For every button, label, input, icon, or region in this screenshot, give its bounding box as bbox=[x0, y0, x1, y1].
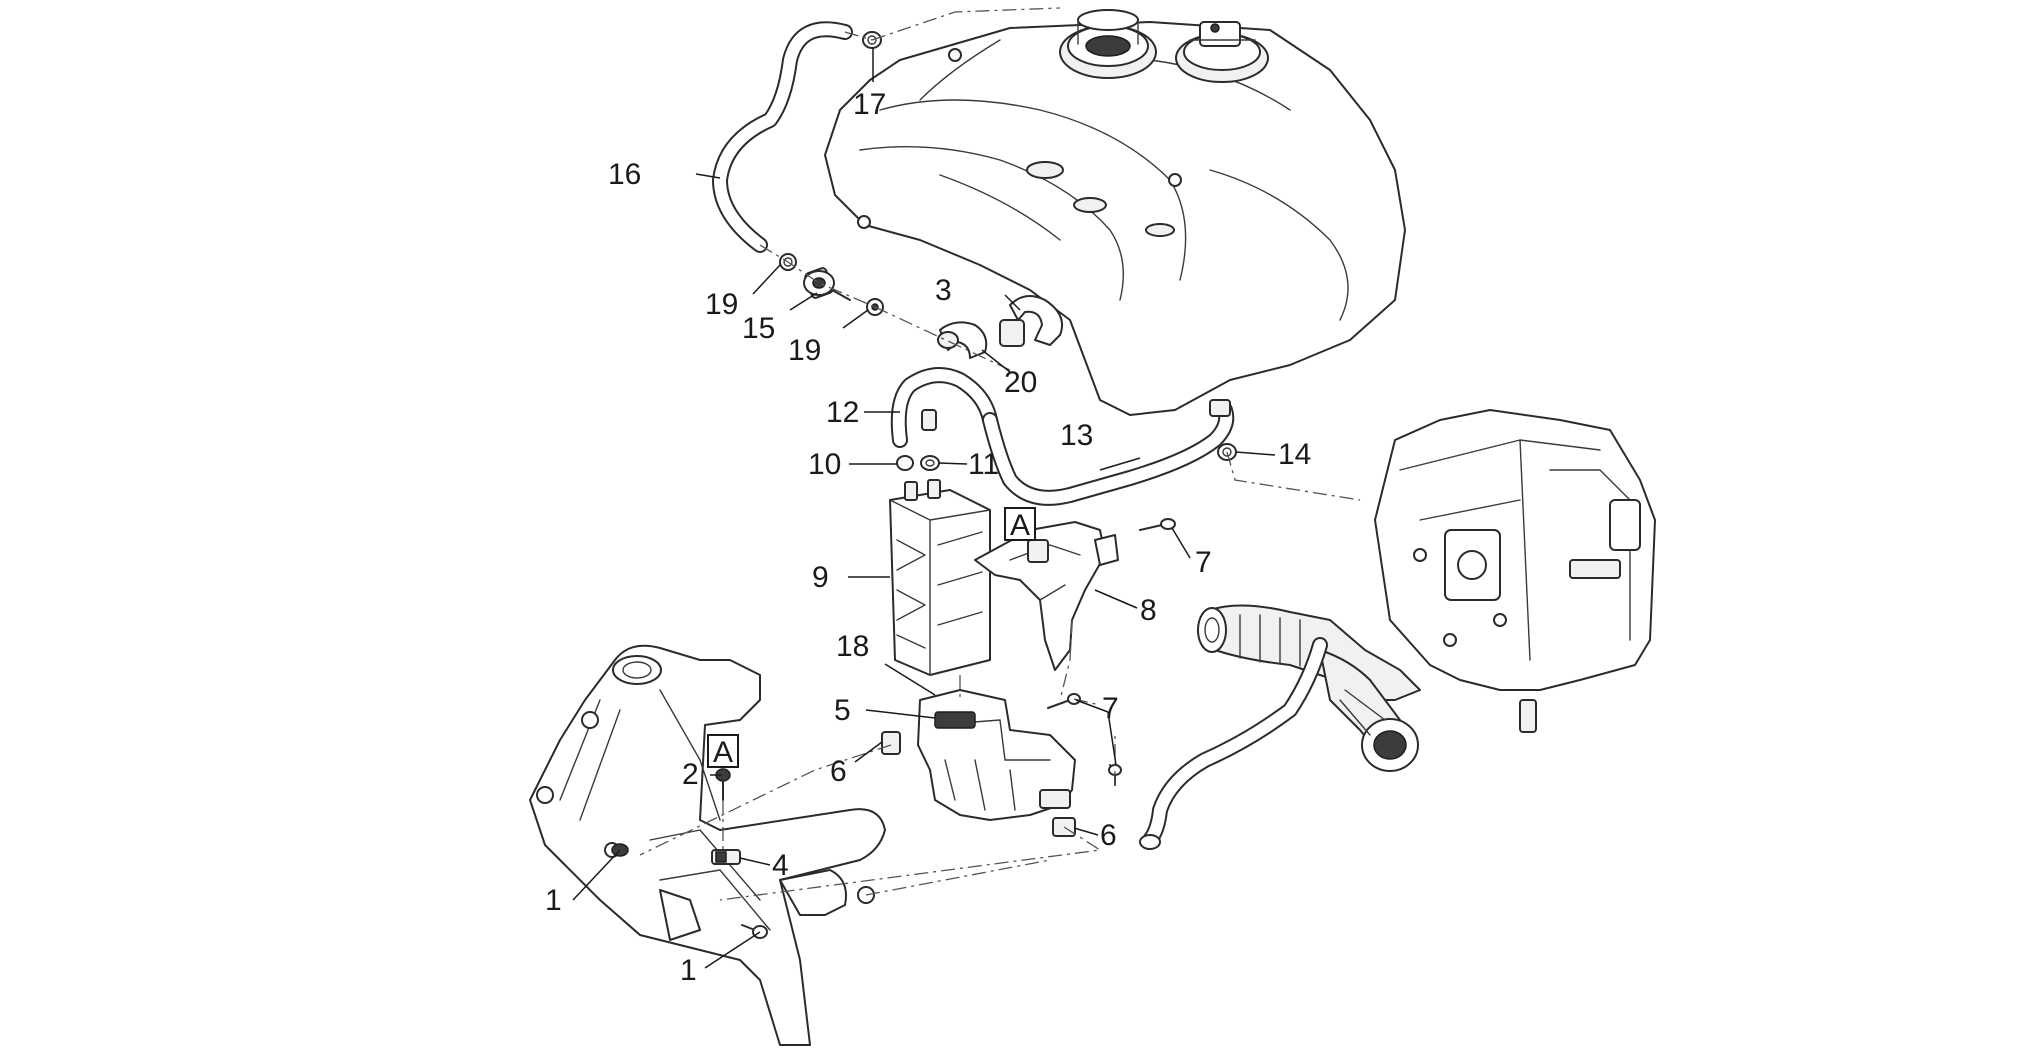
part-label-3: 3 bbox=[935, 274, 952, 307]
part-label-9: 9 bbox=[812, 561, 829, 594]
part-label-1-lower: 1 bbox=[680, 954, 697, 987]
leader-lines bbox=[572, 48, 1276, 969]
clip-6-left bbox=[881, 731, 901, 755]
part-label-19-lower: 19 bbox=[788, 334, 821, 367]
canister-base-5 bbox=[917, 689, 1122, 821]
part-label-11: 11 bbox=[968, 448, 999, 481]
filler-neck bbox=[1059, 9, 1157, 79]
hose-clamp-17 bbox=[862, 31, 882, 49]
part-label-8: 8 bbox=[1140, 594, 1157, 627]
carbon-canister-9 bbox=[889, 479, 991, 676]
hose-13 bbox=[982, 399, 1235, 506]
part-label-5: 5 bbox=[834, 694, 851, 727]
drain-hose bbox=[1139, 637, 1328, 850]
airbox-assembly bbox=[1374, 409, 1656, 733]
part-label-4: 4 bbox=[772, 849, 789, 882]
fuel-tank bbox=[824, 9, 1406, 416]
hose-12 bbox=[890, 367, 998, 448]
part-label-7-lower: 7 bbox=[1102, 692, 1119, 725]
ref-a-bracket-marker: A bbox=[1004, 507, 1036, 542]
part-label-20: 20 bbox=[1004, 366, 1037, 399]
fitting-10 bbox=[896, 455, 914, 471]
part-label-15: 15 bbox=[742, 312, 775, 345]
fuel-pump-flange bbox=[1175, 21, 1269, 83]
part-label-18: 18 bbox=[836, 630, 869, 663]
ref-a-frame-marker: A bbox=[707, 734, 739, 769]
chassis-frame bbox=[529, 644, 886, 1046]
nut-4 bbox=[711, 849, 741, 865]
part-label-13: 13 bbox=[1060, 419, 1093, 452]
part-label-19-upper: 19 bbox=[705, 288, 738, 321]
ref-a-bracket-text: A bbox=[1010, 509, 1030, 542]
clamp-bracket-3 bbox=[999, 295, 1064, 347]
part-label-10: 10 bbox=[808, 448, 841, 481]
part-label-1-upper: 1 bbox=[545, 884, 562, 917]
vent-hose-16 bbox=[712, 21, 853, 253]
part-label-14: 14 bbox=[1278, 438, 1311, 471]
part-label-12: 12 bbox=[826, 396, 859, 429]
part-label-7-upper: 7 bbox=[1195, 546, 1212, 579]
assembly-lines bbox=[639, 7, 1361, 901]
fitting-11 bbox=[920, 455, 940, 471]
check-valve-15 bbox=[803, 267, 851, 301]
ref-a-frame-text: A bbox=[713, 736, 733, 769]
bracket-8 bbox=[974, 521, 1119, 671]
part-labels: 1 1 2 3 4 5 6 6 7 7 8 9 10 11 12 13 14 1… bbox=[545, 88, 1311, 987]
clamp-20 bbox=[937, 321, 988, 359]
part-label-2: 2 bbox=[682, 758, 699, 791]
bolt-2 bbox=[715, 768, 731, 801]
part-label-6-right: 6 bbox=[1100, 819, 1117, 852]
part-label-16: 16 bbox=[608, 158, 641, 191]
part-label-17: 17 bbox=[853, 88, 886, 121]
bolt-7-upper bbox=[1139, 518, 1176, 531]
part-label-6-left: 6 bbox=[830, 755, 847, 788]
